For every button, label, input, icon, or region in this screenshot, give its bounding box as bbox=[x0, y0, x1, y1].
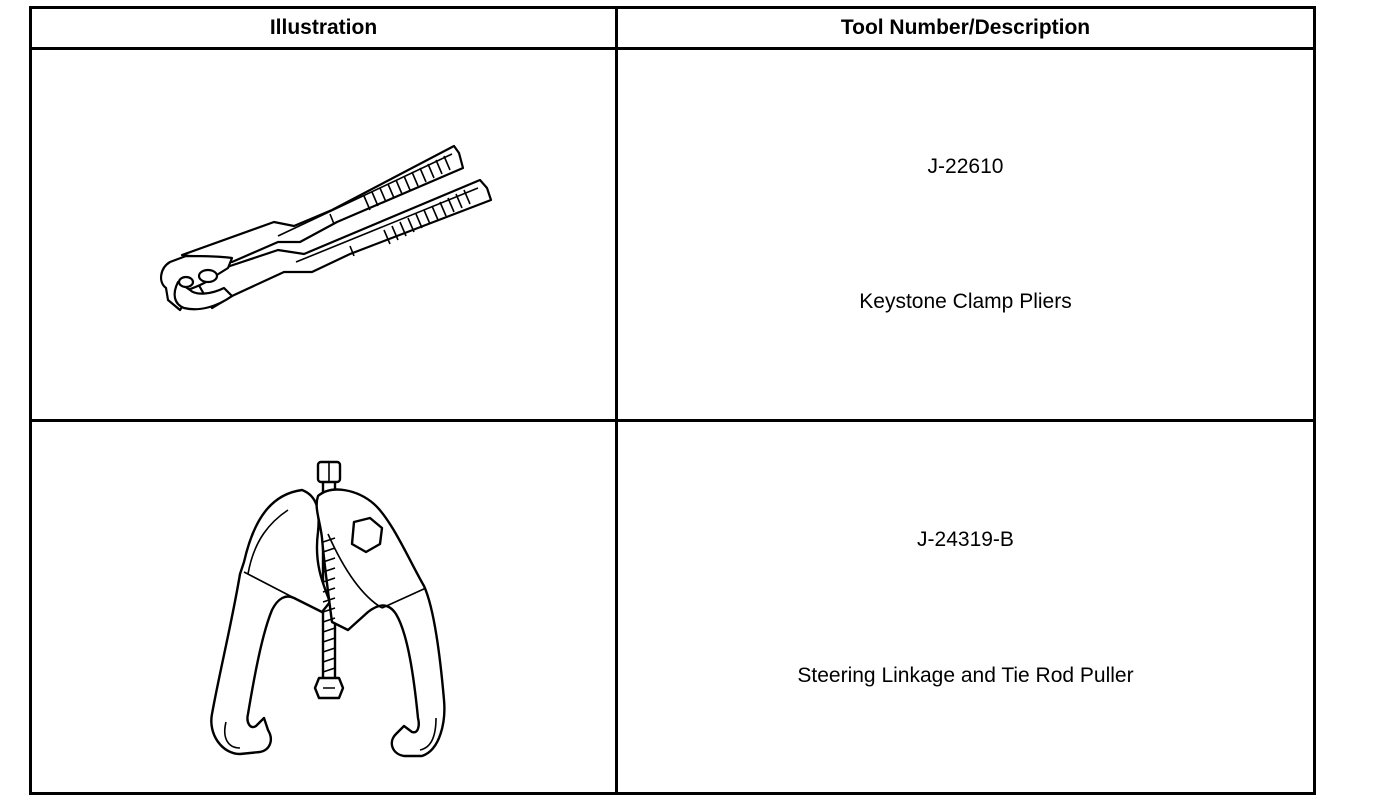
header-tool-description: Tool Number/Description bbox=[618, 9, 1313, 50]
tool-number: J-24319-B bbox=[917, 528, 1014, 551]
header-illustration: Illustration bbox=[32, 9, 615, 50]
keystone-clamp-pliers-icon bbox=[160, 144, 493, 312]
table-row-2-illustration bbox=[32, 422, 615, 792]
tool-number: J-22610 bbox=[927, 155, 1004, 178]
special-tools-table: Illustration Tool Number/Description bbox=[29, 6, 1316, 795]
tool-description: Keystone Clamp Pliers bbox=[859, 290, 1072, 313]
row-divider bbox=[32, 419, 1313, 422]
column-divider bbox=[615, 9, 618, 792]
table-row-1-tool: J-22610 Keystone Clamp Pliers bbox=[618, 50, 1313, 419]
tool-description: Steering Linkage and Tie Rod Puller bbox=[797, 664, 1134, 687]
table-row-2-tool: J-24319-B Steering Linkage and Tie Rod P… bbox=[618, 422, 1313, 792]
tie-rod-puller-icon bbox=[210, 460, 446, 758]
table-row-1-illustration bbox=[32, 50, 615, 419]
